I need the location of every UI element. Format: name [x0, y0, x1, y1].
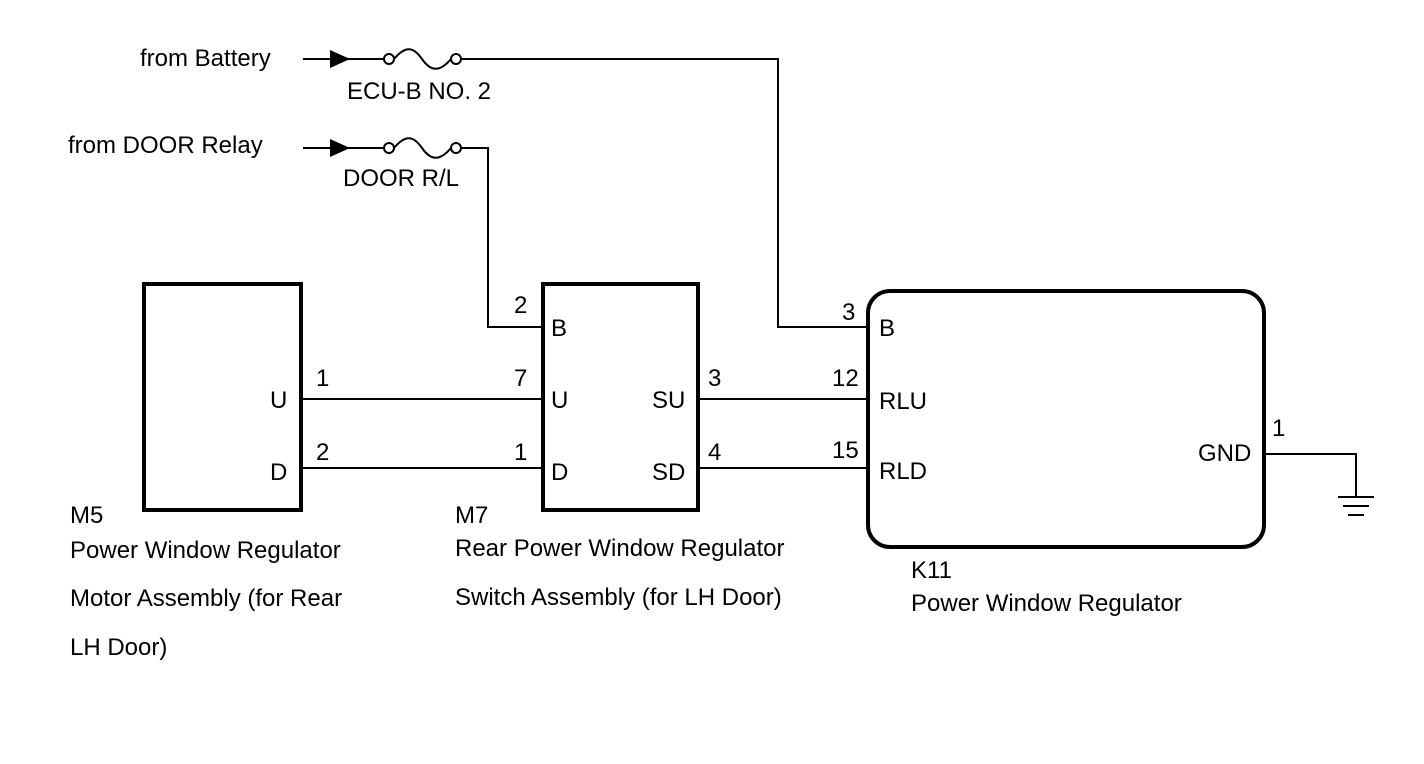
m7-pin-su: 3 — [708, 365, 721, 392]
m5-name-line2: Motor Assembly (for Rear — [70, 585, 342, 612]
m5-name-line1: Power Window Regulator — [70, 537, 341, 564]
battery-arrow-icon — [330, 50, 350, 68]
m7-name-line1: Rear Power Window Regulator — [455, 535, 784, 562]
m7-terminal-b: B — [551, 315, 567, 342]
m5-name-line3: LH Door) — [70, 634, 167, 661]
source-battery-label: from Battery — [140, 45, 271, 72]
k11-component-box — [866, 289, 1266, 549]
m5-pin-u: 1 — [316, 365, 329, 392]
k11-pin-gnd: 1 — [1272, 415, 1285, 442]
m5-terminal-u: U — [270, 387, 287, 414]
k11-code: K11 — [911, 557, 952, 584]
m7-pin-b: 2 — [514, 292, 527, 319]
m7-terminal-su: SU — [652, 387, 685, 414]
source-door-relay-label: from DOOR Relay — [68, 132, 263, 159]
door-relay-arrow-icon — [330, 139, 350, 157]
k11-name-line1: Power Window Regulator — [911, 590, 1182, 617]
wire-ecu-b-to-k11-b — [461, 58, 868, 328]
m7-terminal-d: D — [551, 459, 568, 486]
wire-k11-gnd — [1264, 453, 1357, 497]
fuse-ecu-b-icon — [383, 48, 462, 70]
k11-terminal-b: B — [879, 315, 895, 342]
m5-code: M5 — [70, 502, 103, 529]
fuse-door-rl-icon — [383, 137, 462, 159]
wire-door-rl-to-m7-b — [461, 147, 543, 328]
fuse-ecu-b-label: ECU-B NO. 2 — [347, 78, 491, 105]
ground-icon — [1338, 496, 1374, 516]
m7-component-box — [541, 282, 700, 512]
m7-terminal-u: U — [551, 387, 568, 414]
k11-terminal-rld: RLD — [879, 458, 927, 485]
k11-pin-rlu: 12 — [832, 365, 859, 392]
m7-terminal-sd: SD — [652, 459, 685, 486]
k11-terminal-rlu: RLU — [879, 388, 927, 415]
m7-pin-d: 1 — [514, 439, 527, 466]
m7-pin-u: 7 — [514, 365, 527, 392]
m5-component-box — [142, 282, 303, 512]
m7-code: M7 — [455, 502, 488, 529]
m7-pin-sd: 4 — [708, 439, 721, 466]
m5-pin-d: 2 — [316, 439, 329, 466]
m5-terminal-d: D — [270, 459, 287, 486]
k11-terminal-gnd: GND — [1198, 440, 1251, 467]
k11-pin-b: 3 — [842, 299, 855, 326]
k11-pin-rld: 15 — [832, 437, 859, 464]
fuse-door-rl-label: DOOR R/L — [343, 165, 459, 192]
m7-name-line2: Switch Assembly (for LH Door) — [455, 584, 782, 611]
